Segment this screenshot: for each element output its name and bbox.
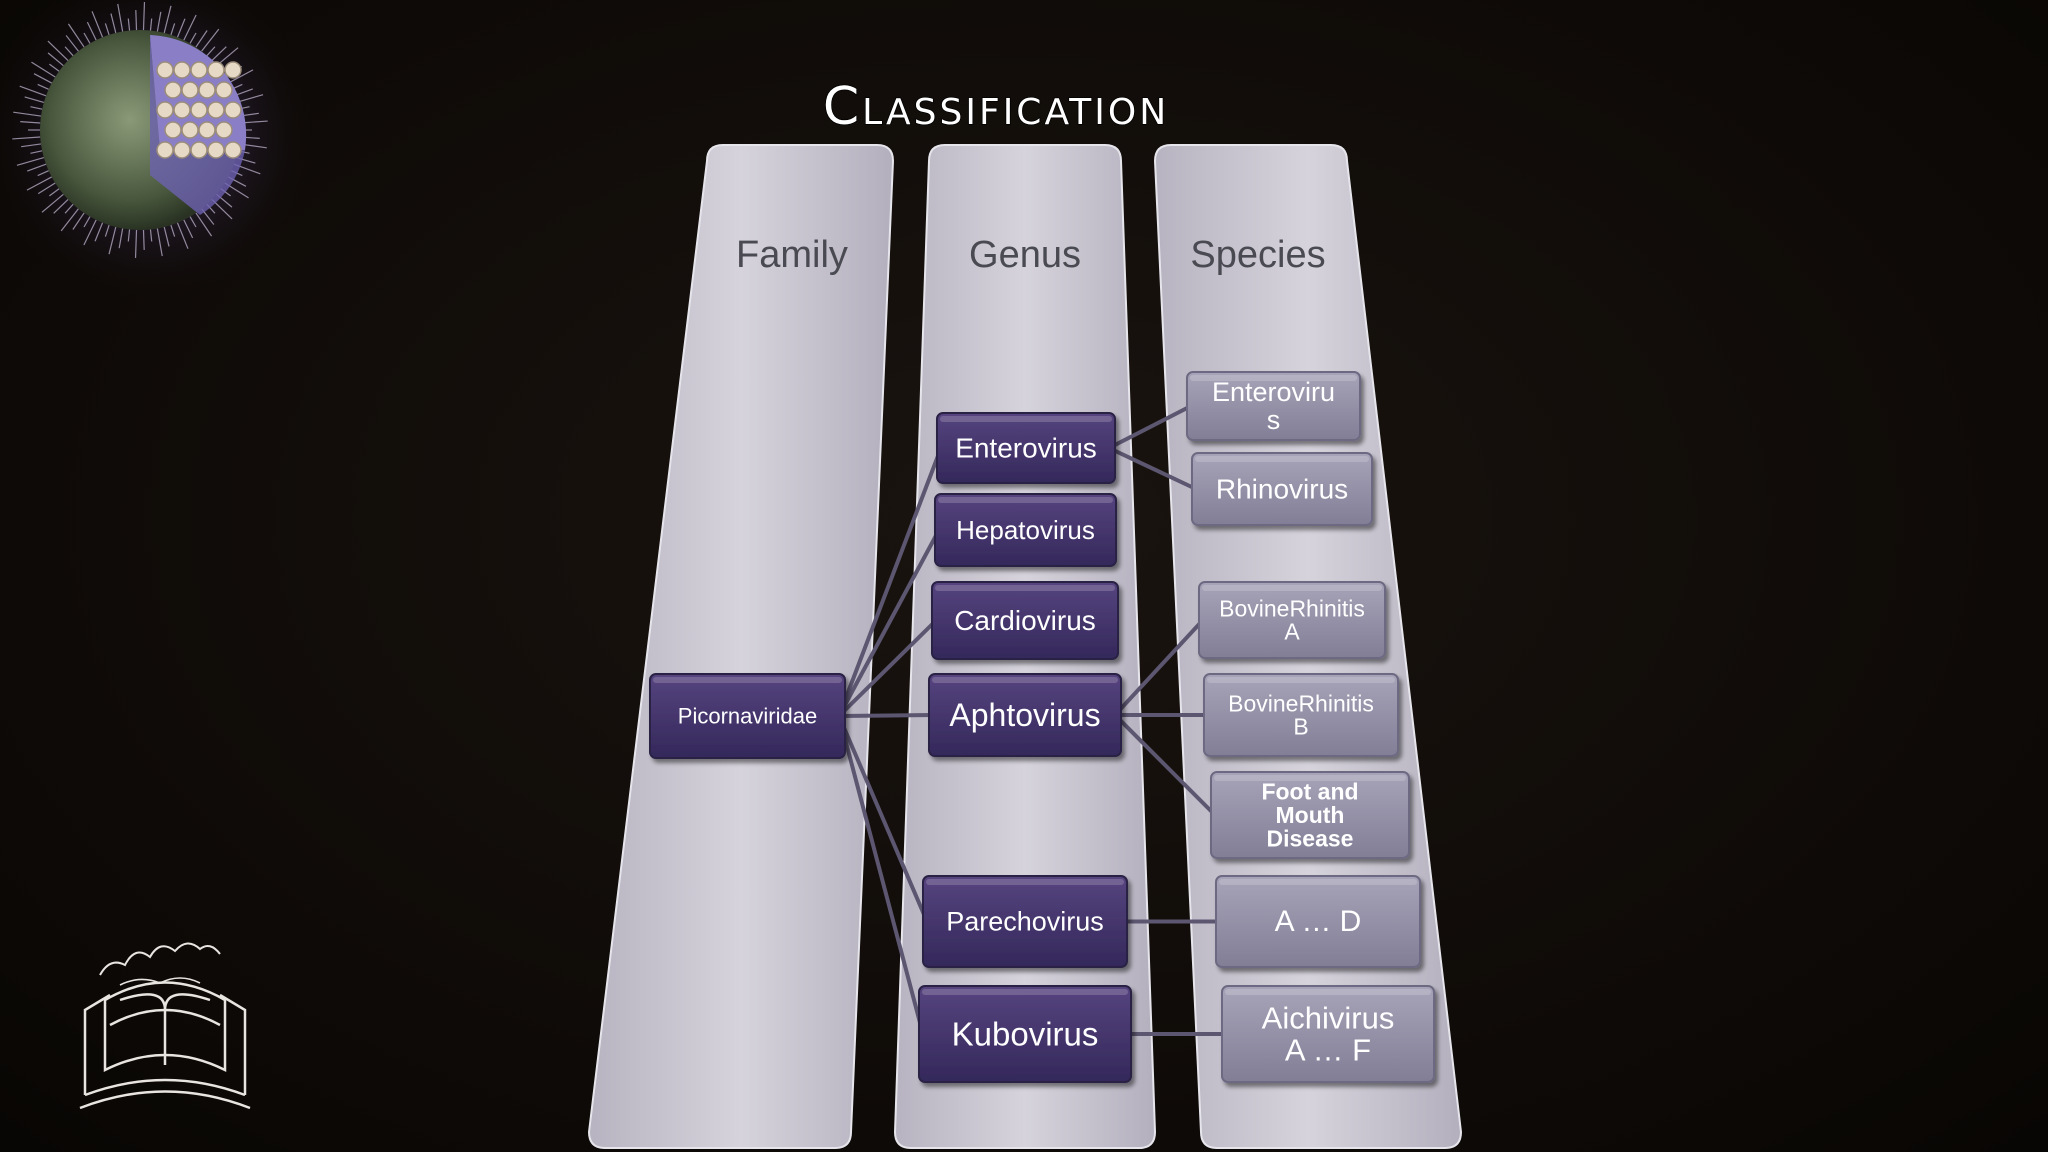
node-label-bovine-a: A xyxy=(1284,619,1300,645)
node-label-fmd: Mouth xyxy=(1276,802,1345,828)
node-label-rhinovirus: Rhinovirus xyxy=(1216,474,1348,505)
node-cardiovirus: Cardiovirus xyxy=(931,581,1119,660)
node-label-aphtovirus: Aphtovirus xyxy=(949,697,1100,733)
node-parechovirus: Parechovirus xyxy=(922,875,1128,968)
university-logo xyxy=(79,942,251,1110)
edge-picornaviridae-parechovirus xyxy=(837,714,929,924)
node-aphtovirus: Aphtovirus xyxy=(928,673,1122,757)
column-title-genus: Genus xyxy=(969,234,1081,276)
edge-aphtovirus-bovine-a xyxy=(1113,618,1205,717)
column-family xyxy=(587,144,895,1149)
node-label-picornaviridae: Picornaviridae xyxy=(678,704,817,729)
node-label-aichivirus: A … F xyxy=(1285,1032,1371,1067)
edges-layer xyxy=(837,404,1228,1036)
node-picornaviridae: Picornaviridae xyxy=(649,673,846,759)
column-title-species: Species xyxy=(1190,234,1325,276)
node-label-fmd: Foot and xyxy=(1261,779,1358,805)
node-label-fmd: Disease xyxy=(1267,825,1354,851)
node-a-d: A … D xyxy=(1215,875,1421,968)
node-label-enterovirus: Enterovirus xyxy=(955,433,1097,464)
edge-picornaviridae-hepatovirus xyxy=(837,528,941,718)
edge-picornaviridae-cardiovirus xyxy=(837,618,938,718)
edge-picornaviridae-kubovirus xyxy=(837,714,925,1036)
node-label-a-d: A … D xyxy=(1275,905,1362,938)
node-label-aichivirus: Aichivirus xyxy=(1262,1001,1395,1036)
slide-title: Classification xyxy=(823,77,1169,137)
node-label-enterovirus-sp: s xyxy=(1267,405,1281,435)
node-enterovirus: Enterovirus xyxy=(936,412,1116,484)
virus-particle-icon xyxy=(0,0,320,305)
edge-enterovirus-rhinovirus xyxy=(1107,446,1198,491)
column-title-family: Family xyxy=(736,234,848,276)
node-hepatovirus: Hepatovirus xyxy=(934,493,1117,567)
node-label-bovine-a: BovineRhinitis xyxy=(1219,595,1365,621)
node-kubovirus: Kubovirus xyxy=(918,985,1132,1083)
node-label-parechovirus: Parechovirus xyxy=(946,907,1104,937)
node-enterovirus-sp: Enterovirus xyxy=(1186,371,1361,441)
node-label-hepatovirus: Hepatovirus xyxy=(956,515,1095,545)
node-rhinovirus: Rhinovirus xyxy=(1191,452,1373,526)
node-label-kubovirus: Kubovirus xyxy=(952,1016,1099,1053)
edge-aphtovirus-fmd xyxy=(1113,713,1217,817)
edge-picornaviridae-enterovirus xyxy=(837,446,943,718)
node-label-bovine-b: B xyxy=(1293,714,1308,740)
node-label-cardiovirus: Cardiovirus xyxy=(954,605,1096,636)
edge-picornaviridae-aphtovirus xyxy=(837,713,935,718)
node-label-bovine-b: BovineRhinitis xyxy=(1228,690,1374,716)
node-label-enterovirus-sp: Enteroviru xyxy=(1212,377,1335,407)
edge-enterovirus-enterovirus-sp xyxy=(1107,404,1193,450)
nodes-layer: Picornaviridae EnterovirusHepatovirusCard… xyxy=(649,371,1435,1083)
